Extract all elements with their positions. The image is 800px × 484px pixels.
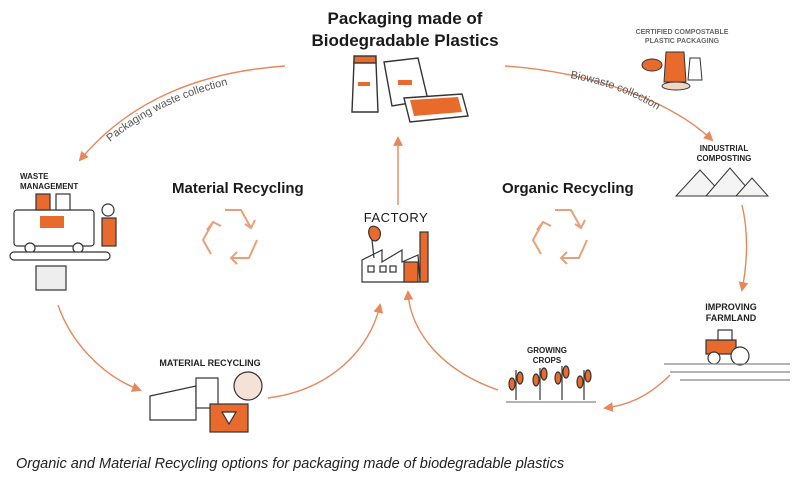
crops-illustration xyxy=(506,365,596,403)
waste-management-illustration xyxy=(9,193,117,291)
arrow-waste-to-recycling xyxy=(57,304,142,392)
arrow-composting-to-farmland xyxy=(738,204,749,292)
improving-farmland-label: IMPROVING FARMLAND xyxy=(705,302,757,323)
figure-caption: Organic and Material Recycling options f… xyxy=(16,456,565,472)
material-recycling-symbol xyxy=(201,209,258,265)
factory-label: FACTORY xyxy=(363,210,429,225)
farmland-illustration xyxy=(664,329,790,381)
page-title: Packaging made of Biodegradable Plastics xyxy=(311,9,499,50)
arrow-crops-to-factory xyxy=(403,290,499,391)
packaging-waste-collection-label: Packaging waste collection xyxy=(104,76,228,144)
composting-illustration xyxy=(674,167,770,197)
biowaste-collection-label: Biowaste collection xyxy=(570,69,663,113)
organic-recycling-symbol xyxy=(531,209,588,265)
organic-recycling-heading: Organic Recycling xyxy=(502,180,634,197)
certified-compostable-label: CERTIFIED COMPOSTABLE PLASTIC PACKAGING xyxy=(635,29,729,45)
arrow-biowaste-collection xyxy=(504,65,714,142)
packaging-illustration xyxy=(351,55,469,123)
material-recycling-node-label: MATERIAL RECYCLING xyxy=(159,358,261,368)
arrow-farmland-to-crops xyxy=(603,374,671,412)
growing-crops-label: GROWING CROPS xyxy=(527,346,567,365)
industrial-composting-label: INDUSTRIAL COMPOSTING xyxy=(696,144,752,163)
compostable-packaging-icons xyxy=(641,51,703,91)
material-recycling-heading: Material Recycling xyxy=(172,180,304,197)
arrow-packaging-waste-collection xyxy=(78,65,286,162)
recycling-machine-illustration xyxy=(149,371,263,433)
arrow-recycling-to-factory xyxy=(267,303,384,399)
waste-management-label: WASTE MANAGEMENT xyxy=(20,172,79,191)
factory-illustration xyxy=(361,225,429,283)
